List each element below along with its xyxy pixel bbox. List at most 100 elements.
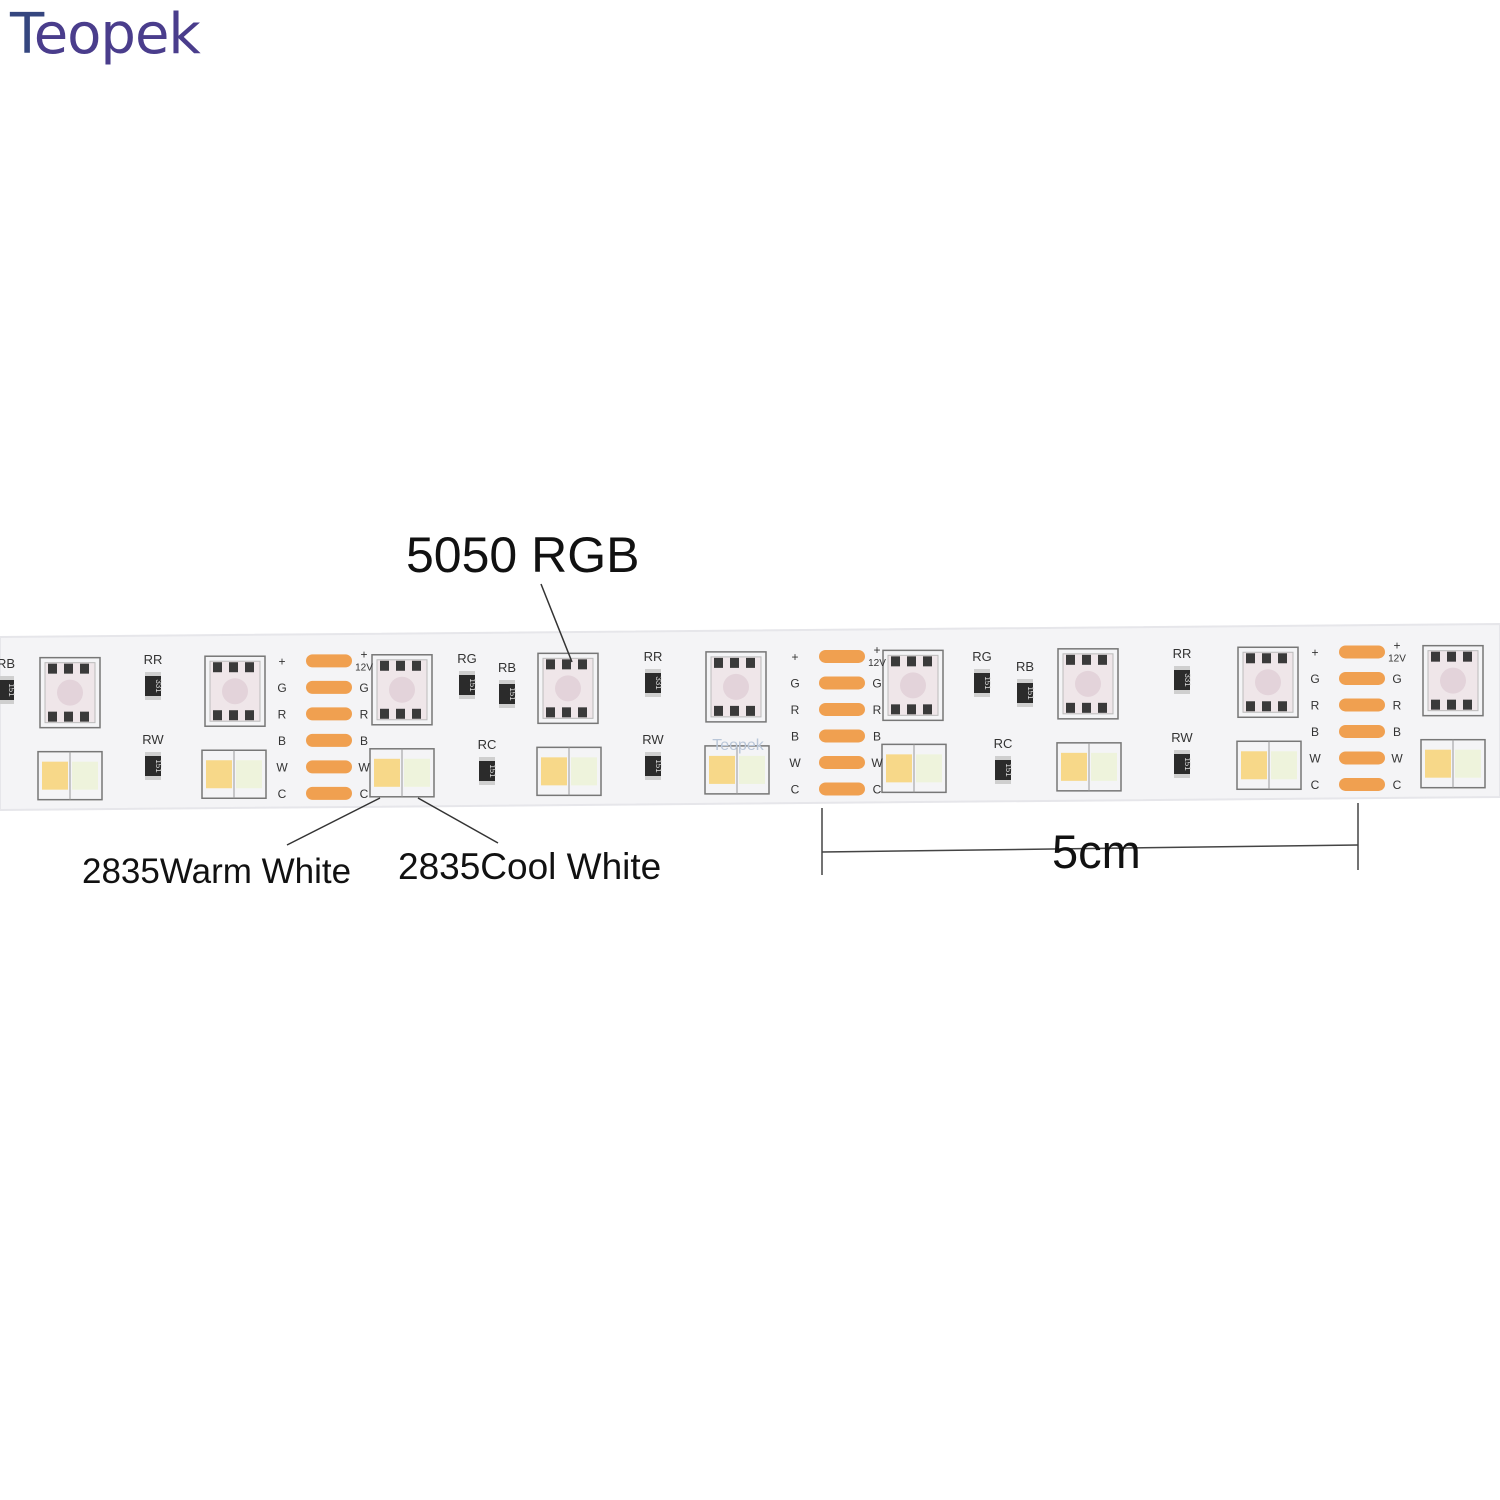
rgb-led-pin [923, 656, 932, 667]
cool-white-led [1271, 751, 1297, 780]
solder-pad [1339, 724, 1385, 738]
solder-pad [1339, 751, 1385, 765]
pad-label-plus: + [873, 643, 880, 657]
rgb-led-pin [380, 660, 389, 671]
resistor-label: RW [1171, 730, 1193, 745]
rgb-led-pin [48, 663, 57, 674]
rgb-led-lens [555, 675, 581, 702]
solder-pad [1339, 671, 1385, 685]
resistor-label: RR [1173, 646, 1192, 661]
rgb-led-lens [222, 678, 248, 705]
pad-label-left: G [1310, 672, 1319, 686]
resistor-value: 151 [488, 764, 497, 778]
pad-label-plus: + [1393, 638, 1400, 652]
rgb-led-outline [39, 656, 101, 729]
resistor-cap [1174, 774, 1190, 778]
cool-white-led [571, 757, 597, 786]
rgb-led-lens [723, 673, 749, 700]
resistor-label: RG [457, 651, 477, 666]
pad-label-left: B [791, 729, 799, 743]
warm-leader-line [286, 797, 381, 846]
solder-pad [819, 702, 865, 716]
rgb-led-outline [371, 654, 433, 726]
rgb-led-pin [1066, 702, 1075, 713]
resistor-cap [995, 780, 1011, 784]
rgb-led-pin [245, 710, 254, 721]
rgb-led-pin [1098, 654, 1107, 665]
resistor [645, 752, 661, 780]
resistor [145, 752, 161, 780]
rgb-led-lens [389, 676, 415, 703]
resistor-value: 151 [468, 678, 477, 692]
rgb-led-pin [907, 704, 916, 715]
rgb-led-pin [213, 662, 222, 673]
pad-label-left: R [791, 703, 800, 717]
resistor [479, 757, 495, 785]
pad-label-left: + [791, 650, 798, 664]
resistor-cap [645, 776, 661, 780]
resistor [499, 680, 515, 708]
resistor-value: 151 [654, 759, 663, 773]
pad-label-right: R [360, 707, 369, 721]
solder-pad [819, 676, 865, 690]
rgb-led-pin [80, 711, 89, 722]
warm-white-led [886, 754, 912, 783]
pad-label-left: + [278, 654, 285, 668]
rgb-led-pin [746, 657, 755, 668]
solder-pad [306, 733, 352, 747]
warm-white-led [709, 755, 735, 784]
rgb-led-pin [64, 711, 73, 722]
cool-white-led [236, 760, 262, 789]
rgb-led-pin [1082, 702, 1091, 713]
rgb-led-pin [1262, 701, 1271, 712]
resistor-cap [479, 757, 495, 761]
cool-white-led [404, 758, 430, 787]
cool-white-led [72, 761, 98, 790]
pad-label-right: W [358, 760, 370, 774]
resistor-value: 151 [983, 676, 992, 690]
rgb-led-pin [1066, 654, 1075, 665]
rgb-led-pin [546, 707, 555, 718]
rgb-led-pin [1447, 699, 1456, 710]
rgb-led-pin [380, 708, 389, 719]
rgb-led-pin [562, 659, 571, 670]
rgb-led-pin [1246, 653, 1255, 664]
cool-leader-line [417, 797, 499, 844]
pad-label-left: W [789, 756, 801, 770]
solder-pad [306, 654, 352, 668]
rgb-led-pin [1431, 651, 1440, 662]
pad-label-left: C [1311, 778, 1320, 792]
resistor-value: 151 [1004, 763, 1013, 777]
resistor-cap [459, 671, 475, 675]
rgb-led-pin [1463, 651, 1472, 662]
rgb-led-pin [923, 704, 932, 715]
resistor-cap [645, 752, 661, 756]
rgb-led-pin [396, 660, 405, 671]
pad-label-left: C [278, 787, 287, 801]
resistor [1174, 750, 1190, 778]
strip-watermark: Teopek [712, 737, 765, 754]
resistor-cap [145, 696, 161, 700]
resistor-cap [145, 752, 161, 756]
cool-white-led [916, 754, 942, 783]
warm-white-led [206, 760, 232, 789]
pad-label-right: B [873, 729, 881, 743]
solder-pad [1339, 698, 1385, 712]
resistor-cap [0, 676, 14, 680]
pad-label-right: G [872, 676, 881, 690]
rgb-led-pin [562, 707, 571, 718]
solder-pad [819, 729, 865, 743]
resistor-value: 151 [154, 759, 163, 773]
cool-white-led [1091, 752, 1117, 781]
pad-label-left: + [1311, 645, 1318, 659]
resistor-label: RB [498, 660, 516, 675]
resistor-cap [1174, 690, 1190, 694]
rgb-led-pin [245, 662, 254, 673]
resistor-cap [974, 669, 990, 673]
pad-label-left: G [277, 681, 286, 695]
rgb-led-pin [80, 663, 89, 674]
rgb-led-pin [412, 708, 421, 719]
resistor-value: 151 [7, 683, 16, 697]
resistor-label: RR [644, 649, 663, 664]
